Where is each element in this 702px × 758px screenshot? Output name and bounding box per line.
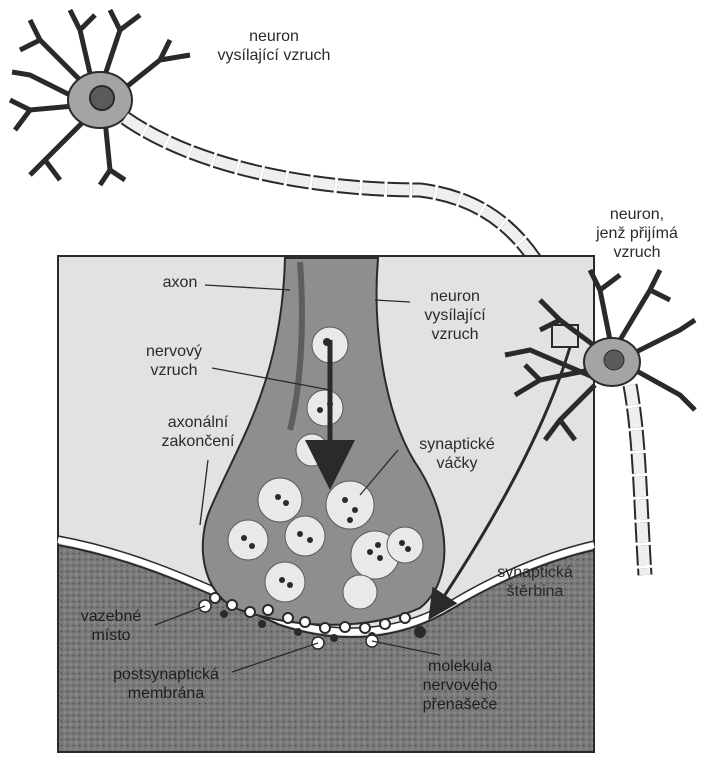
label-synaptic-vesicles: synaptické váčky xyxy=(405,435,509,473)
label-receiving-neuron: neuron, jenž přijímá vzruch xyxy=(578,205,696,262)
label-transmitter-molecule: molekula nervového přenašeče xyxy=(405,657,515,714)
label-axon-terminal: axonální zakončení xyxy=(148,413,248,451)
label-postsynaptic-membrane: postsynaptická membrána xyxy=(96,665,236,703)
label-axon: axon xyxy=(150,273,210,292)
label-top-neuron: neuron vysílající vzruch xyxy=(204,27,344,65)
label-synaptic-cleft: synaptická štěrbina xyxy=(485,563,585,601)
label-neuron-sending-inset: neuron vysílající vzruch xyxy=(395,287,515,344)
label-nerve-impulse: nervový vzruch xyxy=(128,342,220,380)
label-binding-site: vazebné místo xyxy=(66,607,156,645)
